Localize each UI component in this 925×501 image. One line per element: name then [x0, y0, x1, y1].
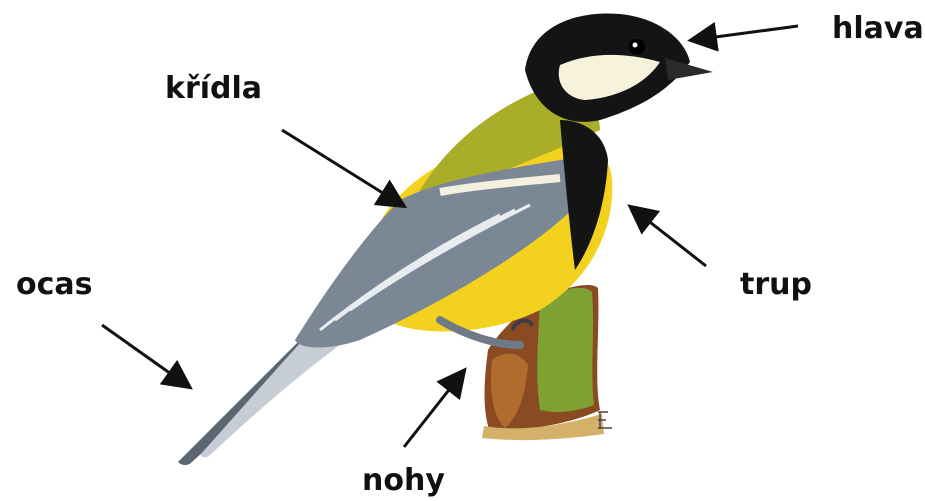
arrow-nohy [404, 372, 463, 447]
label-nohy: nohy [362, 466, 445, 496]
label-trup: trup [740, 270, 812, 300]
tail-icon [178, 330, 340, 465]
label-hlava: hlava [832, 14, 924, 44]
signature-mark [598, 412, 612, 428]
arrow-kridla [282, 130, 402, 205]
head-icon [525, 13, 713, 121]
arrow-ocas [102, 325, 188, 386]
label-ocas: ocas [16, 270, 93, 300]
label-kridla: křídla [165, 74, 262, 104]
arrow-hlava [693, 26, 798, 40]
arrow-trup [632, 208, 706, 266]
